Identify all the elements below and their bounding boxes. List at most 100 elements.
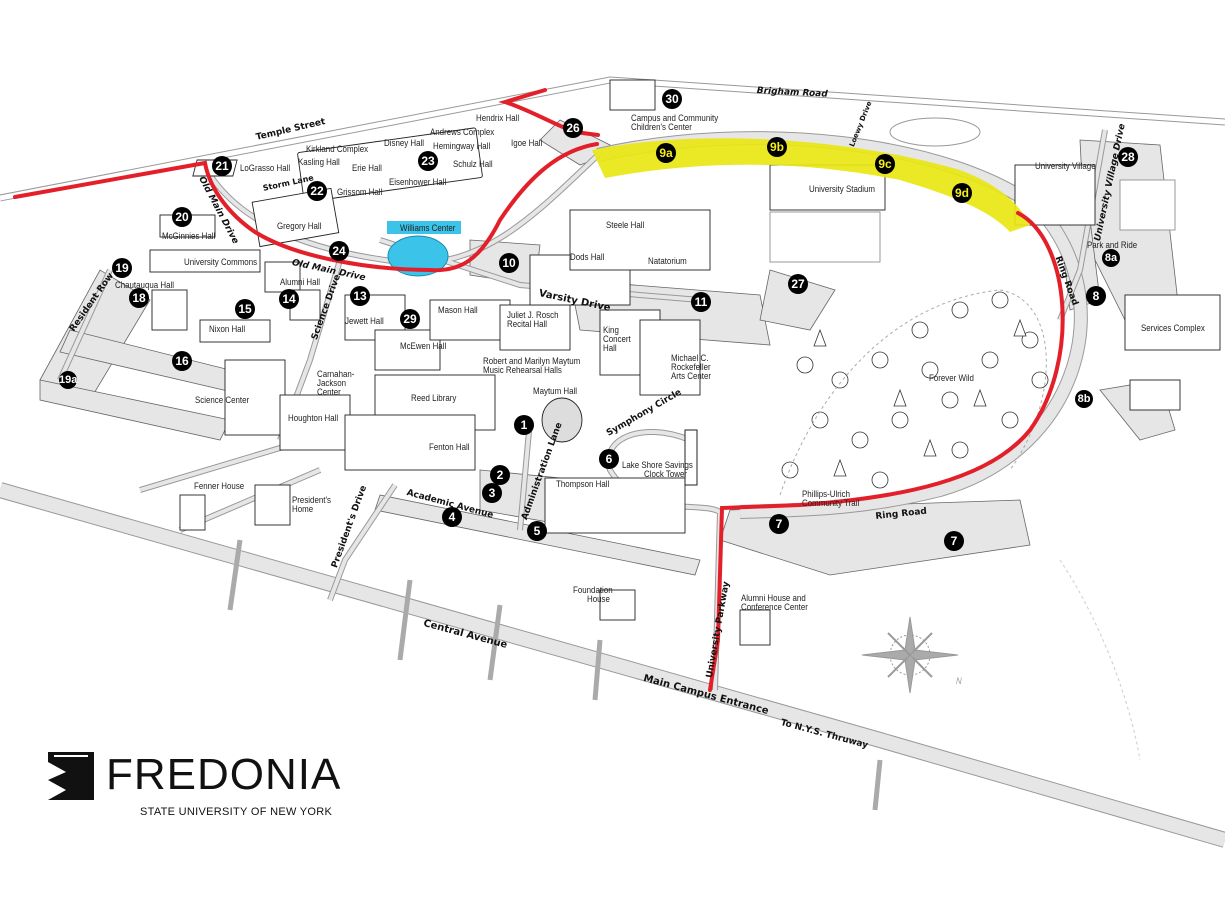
marker-1[interactable]: 1 bbox=[514, 415, 534, 435]
label-king-concert-2: Concert bbox=[603, 334, 631, 344]
label-presidents-home-1: President's bbox=[292, 495, 331, 505]
marker-2[interactable]: 2 bbox=[490, 465, 510, 485]
label-gregory-hall: Gregory Hall bbox=[277, 221, 322, 231]
marker-22[interactable]: 22 bbox=[307, 181, 327, 201]
compass-north-label: N bbox=[956, 676, 962, 686]
label-university-commons: University Commons bbox=[184, 257, 258, 267]
label-park-and-ride: Park and Ride bbox=[1087, 240, 1138, 250]
williams-center-highlight bbox=[387, 235, 449, 277]
label-rosch-recital-1: Juliet J. Rosch bbox=[507, 310, 559, 320]
marker-8[interactable]: 8 bbox=[1086, 286, 1106, 306]
marker-24[interactable]: 24 bbox=[329, 241, 349, 261]
williams-center-label-highlight bbox=[387, 221, 461, 234]
label-carnahan-jackson-1: Carnahan- bbox=[317, 369, 355, 379]
label-carnahan-jackson-2: Jackson bbox=[317, 378, 347, 388]
label-university-village: University Village bbox=[1035, 161, 1096, 171]
marker-9b[interactable]: 9b bbox=[767, 137, 787, 157]
marker-7-ring-road-east[interactable]: 7 bbox=[944, 531, 964, 551]
marker-4[interactable]: 4 bbox=[442, 507, 462, 527]
marker-13[interactable]: 13 bbox=[350, 286, 370, 306]
marker-11[interactable]: 11 bbox=[691, 292, 711, 312]
label-dods-hall: Dods Hall bbox=[570, 252, 605, 262]
marker-20[interactable]: 20 bbox=[172, 207, 192, 227]
label-presidents-home-2: Home bbox=[292, 504, 314, 514]
label-rockefeller-1: Michael C. bbox=[671, 353, 709, 363]
label-carnahan-jackson-3: Center bbox=[317, 387, 341, 397]
marker-30[interactable]: 30 bbox=[662, 89, 682, 109]
label-rosch-recital-2: Recital Hall bbox=[507, 319, 548, 329]
label-maytum-rehearsal-2: Music Rehearsal Halls bbox=[483, 365, 562, 375]
highlighted-parking-area bbox=[592, 138, 1030, 232]
label-disney-hall: Disney Hall bbox=[384, 138, 425, 148]
label-thompson-hall: Thompson Hall bbox=[556, 479, 610, 489]
label-nixon-hall: Nixon Hall bbox=[209, 324, 246, 334]
logo-wordmark: FREDONIA bbox=[106, 750, 342, 799]
label-maytum-rehearsal-1: Robert and Marilyn Maytum bbox=[483, 356, 581, 366]
fredonia-logo-icon bbox=[48, 752, 94, 800]
label-childrens-center-2: Children's Center bbox=[631, 122, 692, 132]
label-childrens-center-1: Campus and Community bbox=[631, 113, 719, 123]
label-alumni-house-1: Alumni House and bbox=[741, 593, 806, 603]
marker-9c[interactable]: 9c bbox=[875, 154, 895, 174]
label-foundation-house-2: House bbox=[587, 594, 610, 604]
label-hendrix-hall: Hendrix Hall bbox=[476, 113, 520, 123]
label-rockefeller-2: Rockefeller bbox=[671, 362, 711, 372]
marker-18[interactable]: 18 bbox=[129, 288, 149, 308]
marker-9a[interactable]: 9a bbox=[656, 143, 676, 163]
label-reed-library: Reed Library bbox=[411, 393, 457, 403]
label-alumni-hall: Alumni Hall bbox=[280, 277, 321, 287]
label-natatorium: Natatorium bbox=[648, 256, 687, 266]
label-lake-shore-1: Lake Shore Savings bbox=[622, 460, 693, 470]
marker-26[interactable]: 26 bbox=[563, 118, 583, 138]
label-fenton-hall: Fenton Hall bbox=[429, 442, 470, 452]
marker-28[interactable]: 28 bbox=[1118, 147, 1138, 167]
label-fenner-house: Fenner House bbox=[194, 481, 245, 491]
marker-8b[interactable]: 8b bbox=[1075, 390, 1093, 408]
label-schulz-hall: Schulz Hall bbox=[453, 159, 493, 169]
label-chautauqua-hall: Chautauqua Hall bbox=[115, 280, 175, 290]
marker-23[interactable]: 23 bbox=[418, 151, 438, 171]
label-lograsso-hall: LoGrasso Hall bbox=[240, 163, 291, 173]
marker-15[interactable]: 15 bbox=[235, 299, 255, 319]
label-foundation-house-1: Foundation bbox=[573, 585, 613, 595]
marker-6[interactable]: 6 bbox=[599, 449, 619, 469]
marker-3[interactable]: 3 bbox=[482, 483, 502, 503]
label-services-complex: Services Complex bbox=[1141, 323, 1205, 333]
label-hemingway-hall: Hemingway Hall bbox=[433, 141, 491, 151]
label-mason-hall: Mason Hall bbox=[438, 305, 478, 315]
label-williams-center[interactable]: Williams Center bbox=[400, 223, 456, 233]
label-forever-wild: Forever Wild bbox=[929, 373, 974, 383]
label-university-stadium: University Stadium bbox=[809, 184, 876, 194]
marker-7-ring-road-west[interactable]: 7 bbox=[769, 514, 789, 534]
label-rockefeller-3: Arts Center bbox=[671, 371, 712, 381]
label-phillips-ulrich-2: Community Trail bbox=[802, 498, 860, 508]
marker-16[interactable]: 16 bbox=[172, 351, 192, 371]
label-phillips-ulrich-1: Phillips-Ulrich bbox=[802, 489, 850, 499]
marker-19[interactable]: 19 bbox=[112, 258, 132, 278]
marker-29[interactable]: 29 bbox=[400, 309, 420, 329]
label-kasling-hall: Kasling Hall bbox=[298, 157, 340, 167]
marker-14[interactable]: 14 bbox=[279, 289, 299, 309]
marker-5[interactable]: 5 bbox=[527, 521, 547, 541]
label-king-concert-3: Hall bbox=[603, 343, 617, 353]
label-mcginnies-hall: McGinnies Hall bbox=[162, 231, 216, 241]
label-eisenhower-hall: Eisenhower Hall bbox=[389, 177, 447, 187]
marker-19a[interactable]: 19a bbox=[59, 371, 77, 389]
label-jewett-hall: Jewett Hall bbox=[345, 316, 384, 326]
marker-27[interactable]: 27 bbox=[788, 274, 808, 294]
label-erie-hall: Erie Hall bbox=[352, 163, 382, 173]
marker-21[interactable]: 21 bbox=[212, 156, 232, 176]
label-andrews-complex: Andrews Complex bbox=[430, 127, 495, 137]
label-kirkland-complex: Kirkland Complex bbox=[306, 144, 369, 154]
label-steele-hall: Steele Hall bbox=[606, 220, 645, 230]
marker-8a[interactable]: 8a bbox=[1102, 249, 1120, 267]
label-king-concert-1: King bbox=[603, 325, 619, 335]
label-houghton-hall: Houghton Hall bbox=[288, 413, 339, 423]
label-alumni-house-2: Conference Center bbox=[741, 602, 808, 612]
compass-rose-icon bbox=[861, 616, 959, 694]
marker-10[interactable]: 10 bbox=[499, 253, 519, 273]
label-mcewen-hall: McEwen Hall bbox=[400, 341, 447, 351]
label-igoe-hall: Igoe Hall bbox=[511, 138, 543, 148]
marker-9d[interactable]: 9d bbox=[952, 183, 972, 203]
